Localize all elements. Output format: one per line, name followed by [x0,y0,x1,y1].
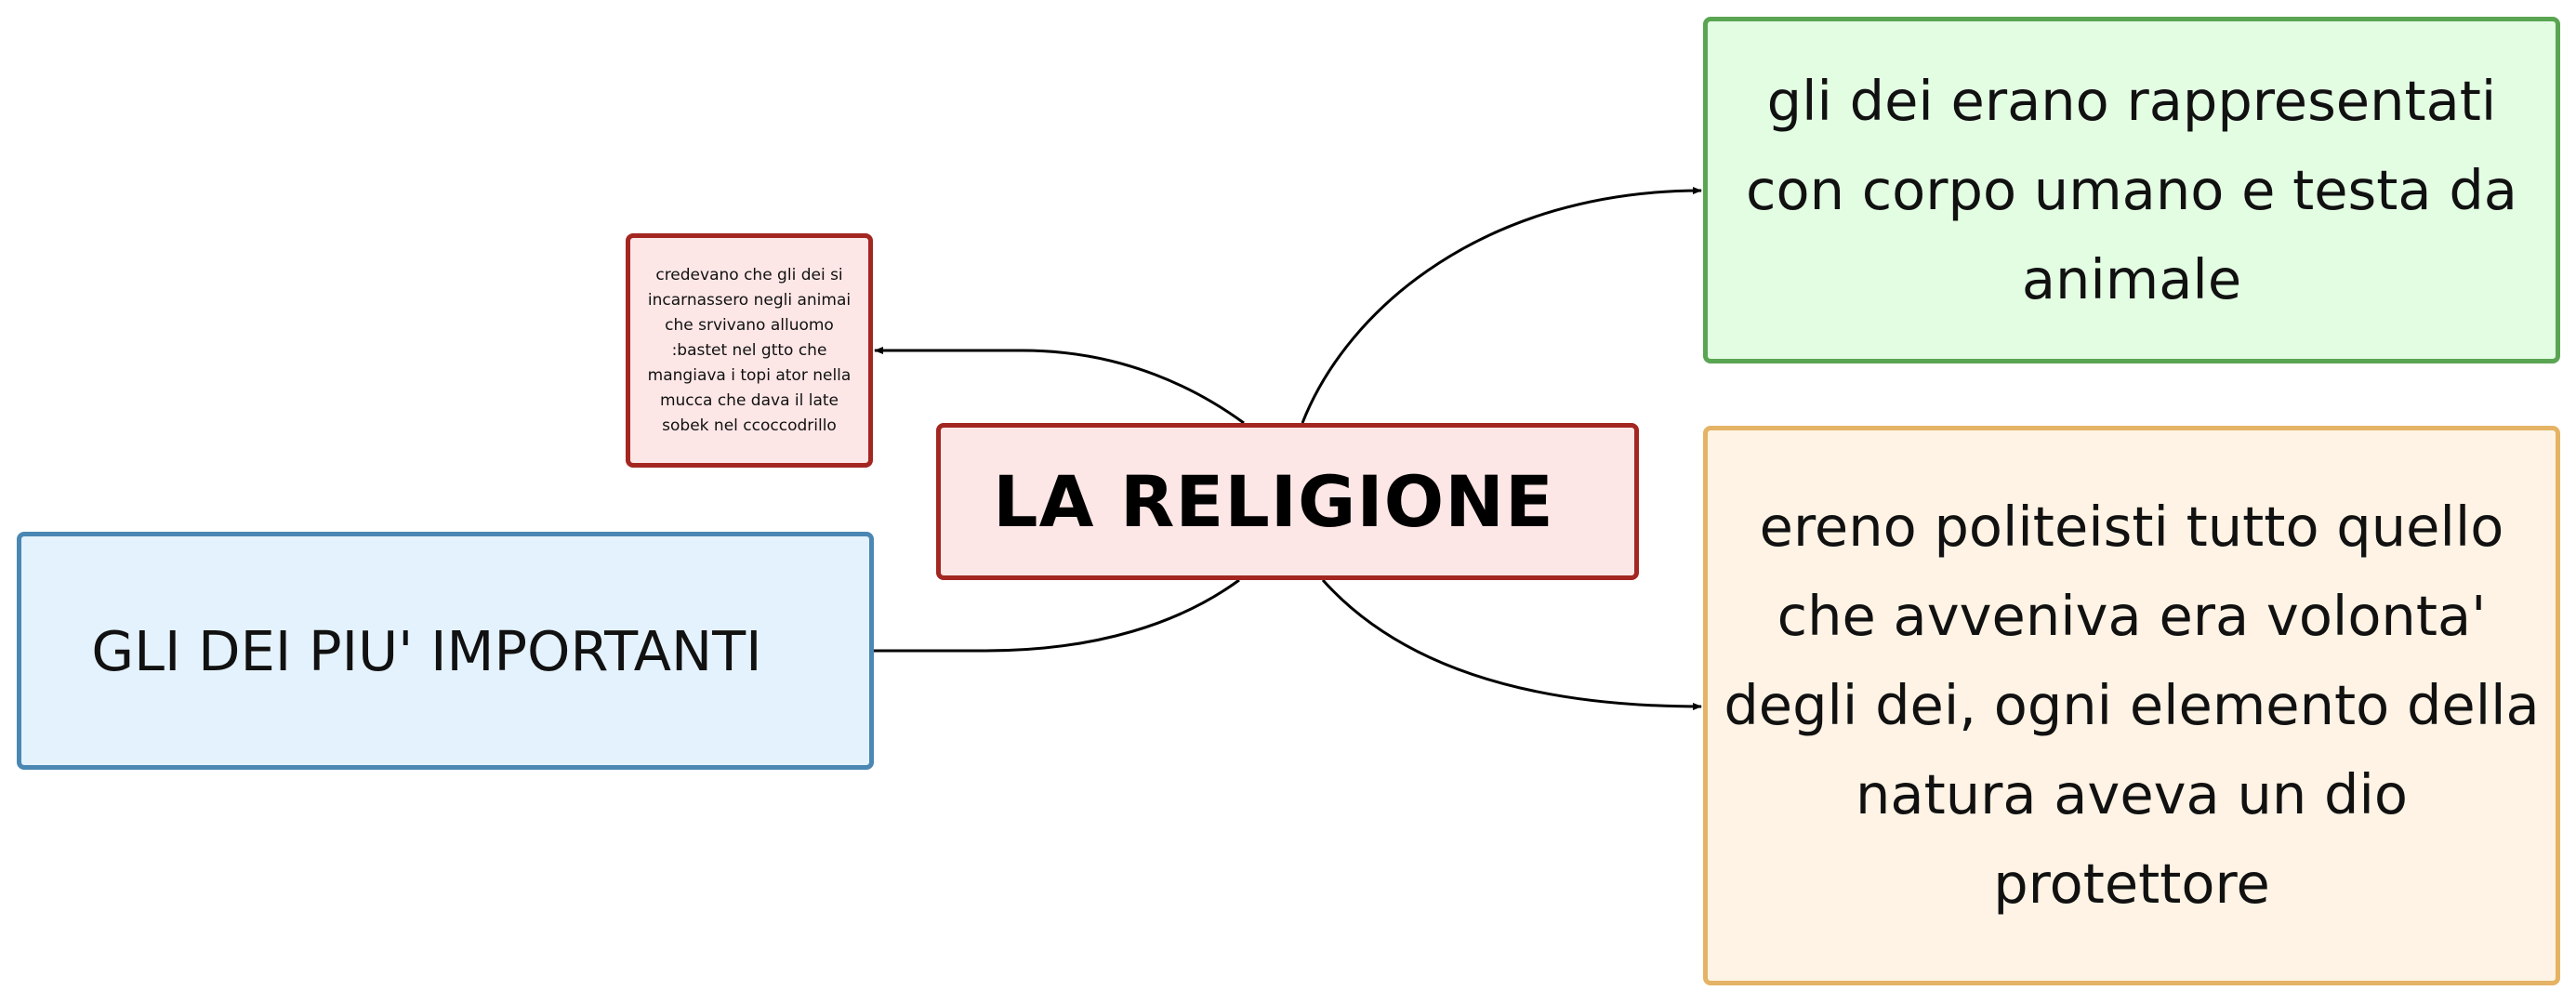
incarnation-note-node[interactable]: credevano che gli dei si incarnassero ne… [626,233,873,468]
incarnation-note-text: credevano che gli dei si incarnassero ne… [647,265,852,435]
central-topic-node[interactable]: LA RELIGIONE [936,423,1639,580]
important-gods-node[interactable]: GLI DEI PIU' IMPORTANTI [17,532,874,770]
connector-to-polytheism [1321,578,1702,710]
connector-to-incarnation-note [874,347,1245,425]
connector-to-important-gods [874,578,1240,653]
connector-to-representation [1301,187,1702,424]
representation-node[interactable]: gli dei erano rappresentati con corpo um… [1703,17,2560,363]
polytheism-node[interactable]: ereno politeisti tutto quello che avveni… [1703,426,2560,985]
important-gods-label: GLI DEI PIU' IMPORTANTI [91,618,762,683]
polytheism-text: ereno politeisti tutto quello che avveni… [1724,495,2540,916]
central-topic-label: LA RELIGIONE [993,460,1554,543]
representation-text: gli dei erano rappresentati con corpo um… [1746,68,2517,311]
